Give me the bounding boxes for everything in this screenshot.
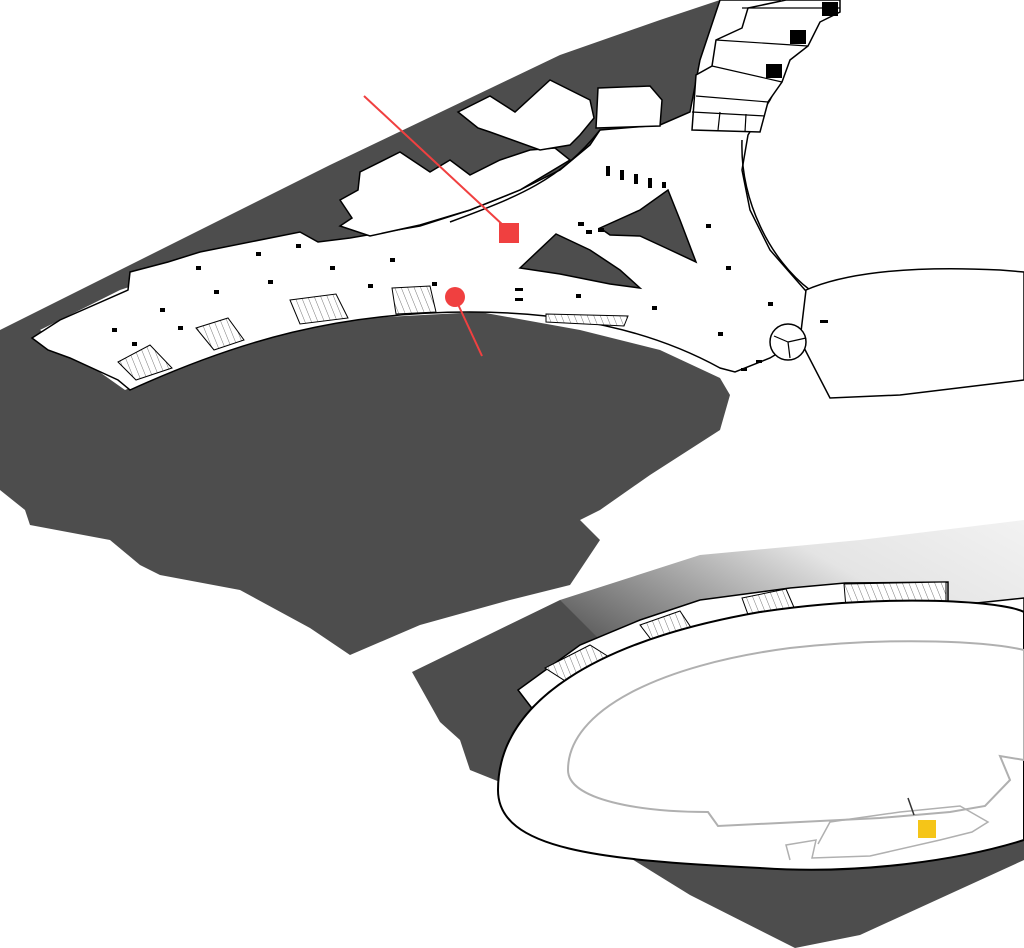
north-curved-wall (449, 129, 601, 223)
route-point-marker-icon[interactable] (445, 287, 465, 307)
destination-marker-icon[interactable] (918, 820, 936, 838)
east-curved-wall (741, 139, 811, 291)
lower-level (412, 380, 1024, 948)
destination-pointer-line (907, 797, 915, 816)
upper-level (0, 0, 1024, 655)
shop-block-north-3 (595, 85, 663, 129)
atrium-inner-ring (566, 640, 1024, 828)
route-point-pointer-line (455, 299, 483, 357)
upper-stair-4 (391, 285, 437, 315)
lower-inner-structure (785, 805, 990, 861)
shop-block-north-2 (456, 79, 595, 151)
east-wing-floor (799, 267, 1024, 399)
void-island-center (518, 233, 643, 290)
upper-escalator (545, 313, 629, 327)
upper-stair-3 (289, 293, 349, 325)
compass-icon[interactable] (769, 323, 807, 361)
shop-entrances-northeast (766, 2, 838, 78)
route-start-marker-icon[interactable] (499, 223, 519, 243)
void-island-east (598, 188, 698, 264)
upper-stair-2 (195, 317, 245, 351)
upper-stair-1 (117, 344, 173, 381)
route-start-pointer-line (363, 95, 505, 227)
columns (112, 166, 828, 371)
